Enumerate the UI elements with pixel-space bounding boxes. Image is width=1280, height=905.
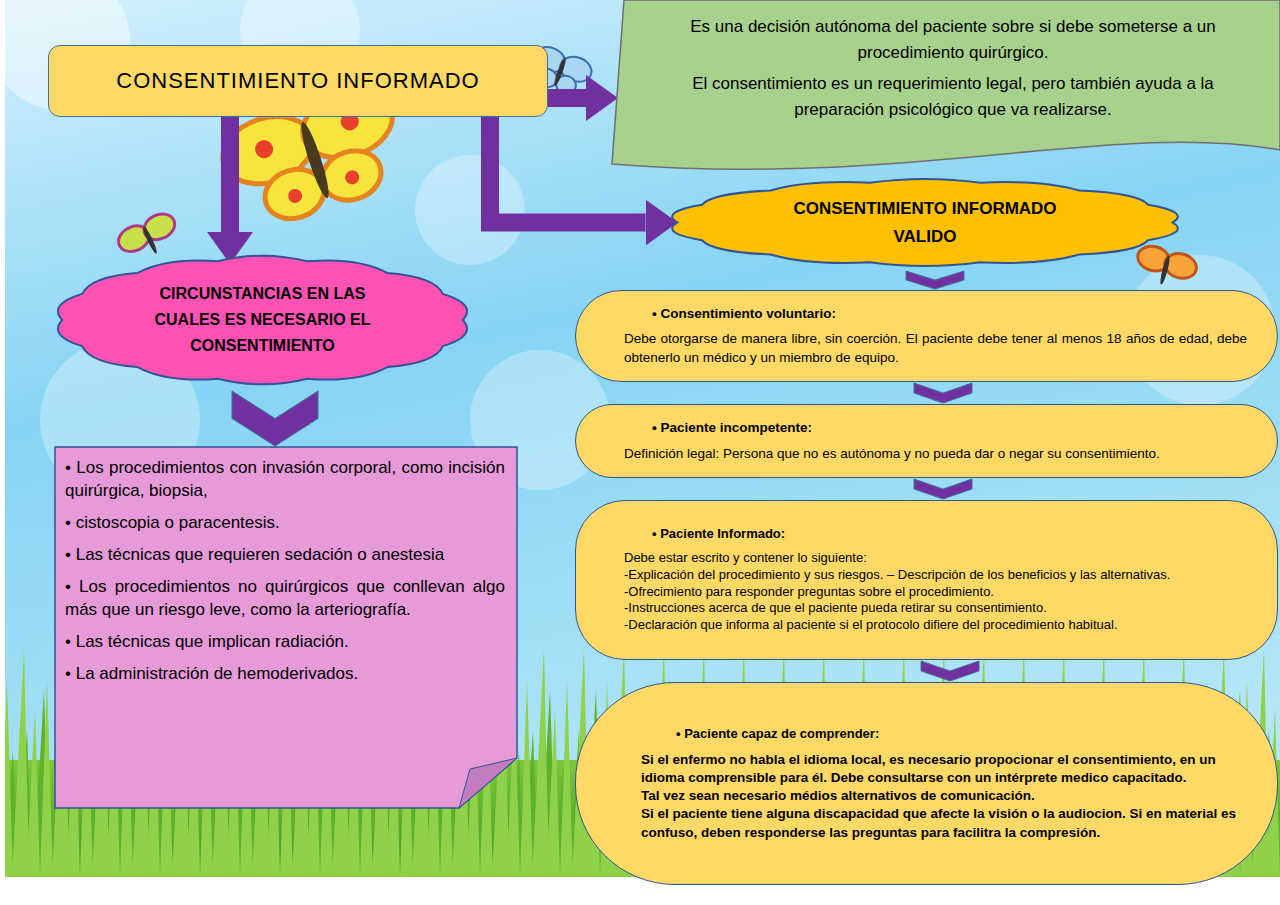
body: [297, 120, 333, 200]
wing-dot: [286, 187, 304, 205]
body: [141, 225, 158, 254]
node-heading: Es una decisión autónoma del paciente so…: [656, 14, 1250, 65]
requirement-oval: • Paciente incompetente: Definición legal…: [575, 404, 1278, 478]
banner-shape: [612, 0, 1280, 169]
flow-arrow: [548, 89, 586, 107]
node-text: Si el paciente tiene alguna discapacidad…: [641, 805, 1237, 841]
node-content: CIRCUNSTANCIAS EN LAS CUALES ES NECESARI…: [40, 261, 485, 379]
chevron-arrow: [914, 479, 972, 499]
wing: [316, 143, 388, 207]
flow-arrow: [221, 117, 239, 232]
node-text: -Instrucciones acerca de que el paciente…: [624, 600, 1247, 617]
node-text: Tal vez sean necesario médios alternativ…: [641, 787, 1237, 805]
circumstances-note: • Los procedimientos con invasión corpor…: [55, 447, 517, 808]
node-text: • La administración de hemoderivados.: [65, 663, 505, 686]
bokeh: [415, 155, 525, 265]
requirement-oval: • Paciente Informado: Debe estar escrito …: [575, 500, 1278, 660]
chevron-arrow: [921, 661, 979, 681]
folded-corner: [459, 758, 517, 808]
node-content: • Paciente incompetente: Definición legal…: [576, 405, 1277, 476]
node-text: Debe estar escrito y contener lo siguien…: [624, 550, 1247, 567]
wing-dot: [343, 169, 361, 187]
node-text: Debe otorgarse de manera libre, sin coer…: [624, 330, 1247, 366]
node-text: -Ofrecimiento para responder preguntas s…: [624, 584, 1247, 601]
node-content: CONSENTIMIENTO INFORMADO VALIDO: [650, 185, 1200, 261]
node-heading: CONSENTIMIENTO INFORMADO: [59, 68, 537, 94]
node-heading: • Paciente incompetente:: [624, 419, 1247, 437]
body: [1159, 255, 1172, 285]
circumstances-cloud: CIRCUNSTANCIAS EN LAS CUALES ES NECESARI…: [40, 250, 485, 390]
node-text: • Las técnicas que implican radiación.: [65, 631, 505, 654]
title-box: CONSENTIMIENTO INFORMADO: [48, 45, 548, 117]
node-text: El consentimiento es un requerimiento le…: [656, 71, 1250, 122]
node-heading: • Paciente Informado:: [624, 526, 1247, 543]
requirement-oval: • Paciente capaz de comprender: Si el enf…: [575, 682, 1278, 885]
chevron-arrow: [232, 391, 318, 446]
node-text: • cistoscopia o paracentesis.: [65, 512, 505, 535]
cloud-shape: [58, 256, 467, 385]
note-shape: [55, 447, 517, 808]
cloud-outline: [650, 175, 1200, 270]
cloud-shape: [672, 179, 1178, 266]
node-content: • Los procedimientos con invasión corpor…: [55, 447, 517, 750]
node-text: Si el enfermo no habla el idioma local, …: [641, 751, 1237, 787]
node-heading: • Paciente capaz de comprender:: [641, 725, 1237, 743]
node-heading: • Los procedimientos con invasión corpor…: [65, 457, 505, 503]
node-heading: CIRCUNSTANCIAS EN LAS CUALES ES NECESARI…: [130, 281, 395, 359]
node-text: • Los procedimientos no quirúrgicos que …: [65, 576, 505, 622]
chevron-arrow: [906, 271, 964, 289]
requirement-oval: • Consentimiento voluntario: Debe otorgar…: [575, 290, 1278, 382]
node-text: Definición legal: Persona que no es autó…: [624, 445, 1247, 463]
node-heading: CONSENTIMIENTO INFORMADO VALIDO: [770, 195, 1080, 251]
wing-dot: [253, 138, 276, 161]
node-text: • Las técnicas que requieren sedación o …: [65, 544, 505, 567]
node-content: • Consentimiento voluntario: Debe otorgar…: [576, 291, 1277, 381]
butterfly: [1132, 243, 1199, 292]
note-outline: [55, 447, 517, 808]
valid-cloud: CONSENTIMIENTO INFORMADO VALIDO: [650, 175, 1200, 270]
butterfly: [114, 209, 183, 266]
body: [553, 57, 568, 87]
node-content: Es una decisión autónoma del paciente so…: [612, 0, 1280, 170]
node-content: • Paciente capaz de comprender: Si el enf…: [576, 701, 1277, 866]
node-text: -Declaración que informa al paciente si …: [624, 617, 1247, 634]
node-content: • Paciente Informado: Debe estar escrito …: [576, 512, 1277, 648]
chevron-arrow: [914, 383, 972, 403]
node-heading: • Consentimiento voluntario:: [624, 305, 1247, 323]
node-content: CONSENTIMIENTO INFORMADO: [49, 48, 547, 114]
definition-banner: Es una decisión autónoma del paciente so…: [612, 0, 1280, 172]
wing: [140, 209, 179, 244]
node-text: -Explicación del procedimiento y sus rie…: [624, 567, 1247, 584]
